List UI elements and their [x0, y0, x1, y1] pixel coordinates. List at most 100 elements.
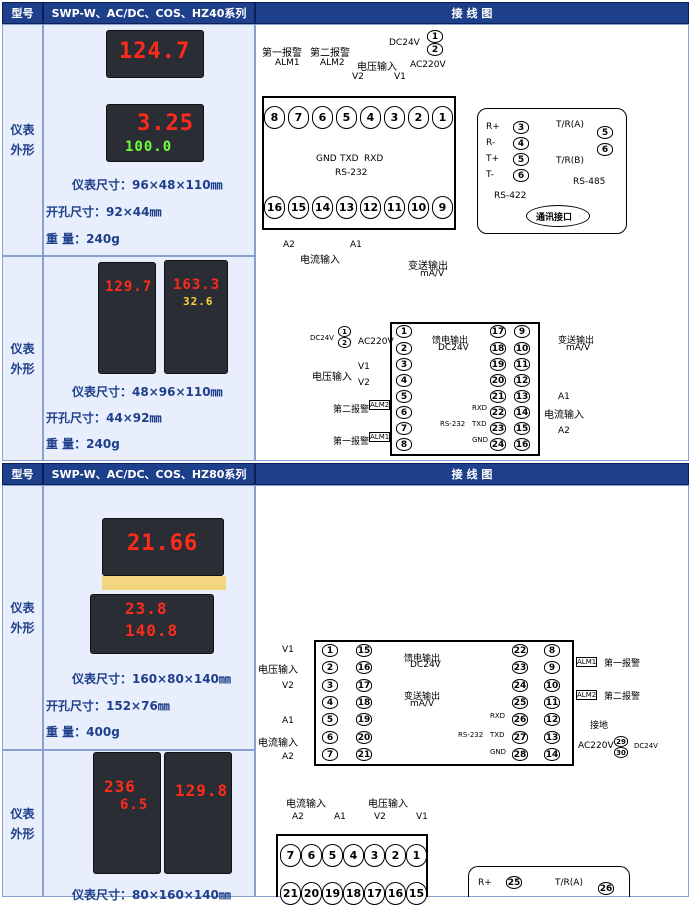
terminal: 14 [544, 748, 560, 761]
trb-label: T/R(B) [556, 156, 584, 166]
weight: 重 量：400g [46, 725, 120, 739]
terminal: 18 [343, 882, 364, 905]
terminal: 22 [512, 644, 528, 657]
terminal: 6 [322, 731, 338, 744]
terminal: 2 [385, 844, 406, 867]
terminal: 8 [544, 644, 560, 657]
comm-label: R- [486, 138, 496, 148]
comm-block [468, 866, 630, 897]
terminal: 23 [512, 661, 528, 674]
rs232-label: RS-232 [335, 168, 368, 178]
terminal: 7 [280, 844, 301, 867]
terminal: 14 [312, 196, 333, 219]
ac-label: AC220V [410, 60, 446, 70]
meter-display: 163.3 [173, 277, 221, 293]
meter-image: 129.7 [98, 262, 156, 374]
row-label: 仪表 外形 [2, 750, 43, 897]
meter-image: 3.25 100.0 [106, 104, 204, 162]
header-model: 型号 [2, 2, 43, 24]
terminal: 4 [360, 106, 381, 129]
ac-label: AC220V [578, 741, 614, 751]
terminal: 24 [490, 438, 506, 451]
terminal: 19 [322, 882, 343, 905]
meter-display: 3.25 [137, 111, 194, 136]
terminal: 13 [544, 731, 560, 744]
terminal: 27 [512, 731, 528, 744]
tra-label: T/R(A) [556, 120, 584, 130]
a-label: A2 [558, 426, 570, 436]
terminal: 6 [513, 169, 529, 182]
a-label: A1 [350, 240, 362, 250]
feed-label: 馈电输出 [432, 336, 469, 346]
trans-out-label: 变送输出 [408, 261, 448, 272]
cutout-size: 开孔尺寸：92×44㎜ [46, 205, 162, 219]
terminal: 10 [514, 342, 530, 355]
meter-display: 124.7 [119, 39, 191, 64]
meter-image: 23.8 140.8 [90, 594, 214, 654]
gnd-label: GND [472, 436, 489, 444]
meter-size: 仪表尺寸：160×80×140㎜ [72, 672, 231, 686]
feed-dc-label: DC24V [410, 660, 441, 670]
terminal: 5 [396, 390, 412, 403]
volt-input-label: 电压输入 [258, 665, 298, 676]
gnd-label: GND [490, 748, 507, 756]
v-label: V1 [358, 362, 370, 372]
alm-title: 第二报警 [333, 405, 370, 415]
terminal: 23 [490, 422, 506, 435]
terminal: 11 [544, 696, 560, 709]
terminal: 2 [396, 342, 412, 355]
terminal: 25 [512, 696, 528, 709]
alm-title: 第一报警 [333, 437, 370, 447]
txd-label: TXD [490, 731, 505, 739]
terminal: 30 [614, 747, 628, 758]
weight: 重 量：240g [46, 437, 120, 451]
meter-size: 仪表尺寸：80×160×140㎜ [72, 888, 231, 902]
feed-label: 馈电输出 [404, 654, 441, 664]
rxd-label: RXD [490, 712, 506, 720]
terminal: 5 [336, 106, 357, 129]
rs422-label: RS-422 [494, 191, 527, 201]
terminal: 4 [322, 696, 338, 709]
v-label: V1 [282, 645, 294, 655]
terminal: 4 [343, 844, 364, 867]
terminal: 16 [514, 438, 530, 451]
terminal: 12 [360, 196, 381, 219]
meter-display: 32.6 [183, 295, 214, 308]
terminal: 7 [288, 106, 309, 129]
terminal: 3 [364, 844, 385, 867]
dc-label: DC24V [389, 38, 420, 48]
rs485-label: RS-485 [573, 177, 606, 187]
terminal: 20 [356, 731, 372, 744]
rs232-label: RS-232 [440, 420, 466, 428]
meter-display: 100.0 [125, 139, 173, 155]
meter-image: 163.3 32.6 [164, 260, 228, 374]
terminal-block [314, 640, 574, 766]
a-label: A1 [334, 812, 346, 822]
terminal: 14 [514, 406, 530, 419]
terminal: 13 [336, 196, 357, 219]
alm-label: 第二报警 [310, 48, 350, 59]
ma-label: mA/V [566, 343, 591, 353]
meter-display: 21.66 [127, 531, 199, 556]
meter-size: 仪表尺寸：96×48×110㎜ [72, 178, 223, 192]
terminal: 16 [356, 661, 372, 674]
ma-label: mA/V [420, 269, 445, 279]
terminal: 5 [597, 126, 613, 139]
volt-input-label: 电压输入 [357, 62, 397, 73]
terminal: 22 [490, 406, 506, 419]
terminal: 20 [490, 374, 506, 387]
terminal: 5 [322, 713, 338, 726]
gnd-label: GND [316, 154, 337, 164]
terminal: 19 [490, 358, 506, 371]
comm-label: T- [486, 170, 494, 180]
terminal-block [390, 322, 540, 456]
terminal: 16 [264, 196, 285, 219]
trans-out-label: 变送输出 [404, 692, 441, 702]
terminal: 12 [514, 374, 530, 387]
feed-dc-label: DC24V [438, 343, 469, 353]
alm-label: ALM1 [275, 58, 300, 68]
a-label: A1 [558, 392, 570, 402]
terminal: 6 [597, 143, 613, 156]
dc-label: DC24V [634, 742, 658, 750]
terminal: 3 [322, 679, 338, 692]
